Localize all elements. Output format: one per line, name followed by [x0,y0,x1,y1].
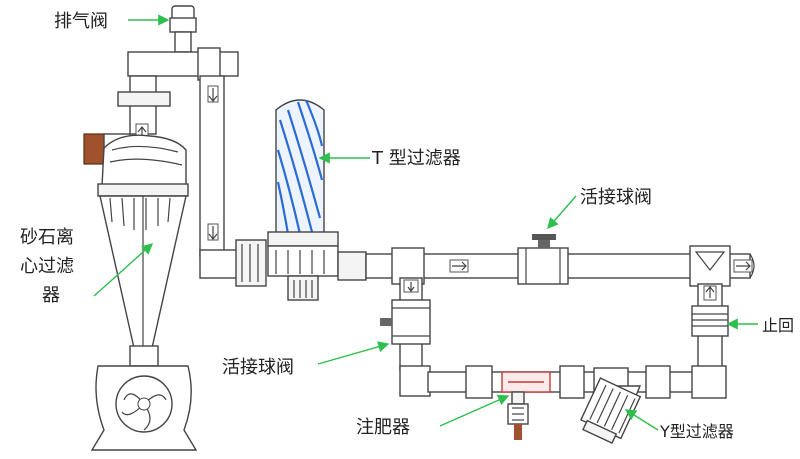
main-pipe [337,234,755,287]
union-ball-valve-left-label: 活接球阀 [222,357,294,378]
check-valve-label: 止回 [762,316,794,335]
right-riser [691,283,729,399]
top-pipe [127,51,239,77]
union-ball-valve-top [517,234,569,285]
air-valve-label: 排气阀 [54,11,108,32]
fertilizer-injector [501,371,551,440]
leader-lines [93,14,758,431]
t-filter [235,99,339,301]
y-filter-label: Y型过滤器 [659,422,734,441]
air-valve [169,5,197,53]
bypass-branch [380,277,719,445]
check-valve [691,305,729,337]
sand-centrifugal-filter [83,5,239,451]
t-filter-label: T 型过滤器 [371,148,461,169]
sand-filter-label-line1: 砂石离 [20,227,74,248]
fertilizer-injector-label: 注肥器 [356,417,410,438]
sand-filter-label-line3: 器 [42,285,60,306]
union-ball-valve-left [380,299,431,345]
sand-filter-label-line2: 心过滤 [20,256,74,277]
union-ball-valve-top-label: 活接球阀 [580,187,652,208]
left-flange [117,91,171,107]
